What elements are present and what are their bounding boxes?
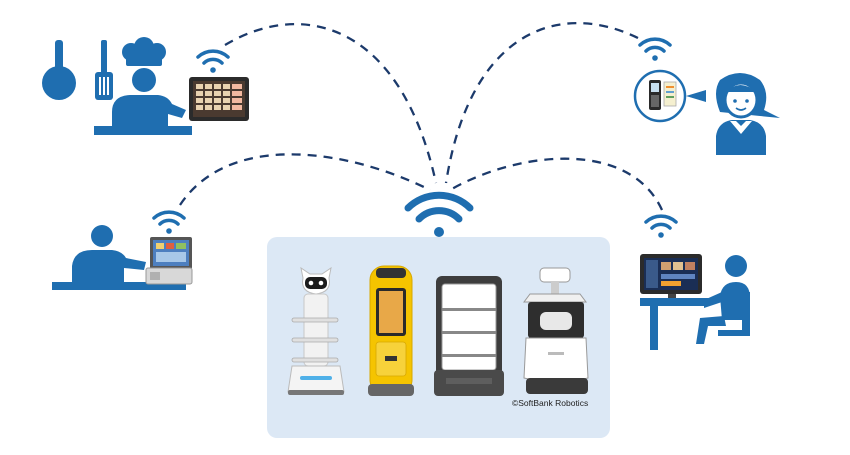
cat-serving-robot xyxy=(287,266,345,395)
dark-serving-robot xyxy=(523,267,589,394)
link-customer-to-hub xyxy=(449,157,664,211)
kitchen-wifi-icon xyxy=(196,49,230,73)
cook-figure-icon xyxy=(94,68,192,135)
customer-wifi-icon xyxy=(644,214,678,238)
table-order-tablet-icon xyxy=(640,254,702,300)
seated-customer-figure-icon xyxy=(640,255,750,350)
waitress-node xyxy=(633,37,780,155)
connection-lines xyxy=(179,21,664,211)
pos-terminal-icon xyxy=(145,237,193,285)
kitchen-node xyxy=(42,37,249,135)
link-waitress-to-hub xyxy=(444,21,639,184)
cashier-wifi-icon xyxy=(152,210,186,234)
link-cashier-to-hub xyxy=(179,153,431,206)
spatula-icon xyxy=(95,40,113,100)
yellow-delivery-robot xyxy=(368,265,414,396)
waitress-figure-icon xyxy=(716,73,780,155)
frying-pan-icon xyxy=(42,40,76,100)
cashier-figure-icon xyxy=(52,225,186,290)
central-wifi-icon xyxy=(404,191,474,237)
link-kitchen-to-hub xyxy=(224,23,438,184)
kitchen-display-tablet-icon xyxy=(189,77,249,121)
chef-hat-icon xyxy=(122,37,166,66)
shelf-delivery-robot xyxy=(434,276,504,396)
waitress-wifi-icon xyxy=(638,37,672,61)
handheld-order-device-icon xyxy=(633,69,687,123)
pointer-arrow-icon xyxy=(686,90,706,102)
customer-node xyxy=(640,214,750,350)
copyright-credit: ©SoftBank Robotics xyxy=(512,398,589,408)
cashier-node xyxy=(52,210,193,290)
